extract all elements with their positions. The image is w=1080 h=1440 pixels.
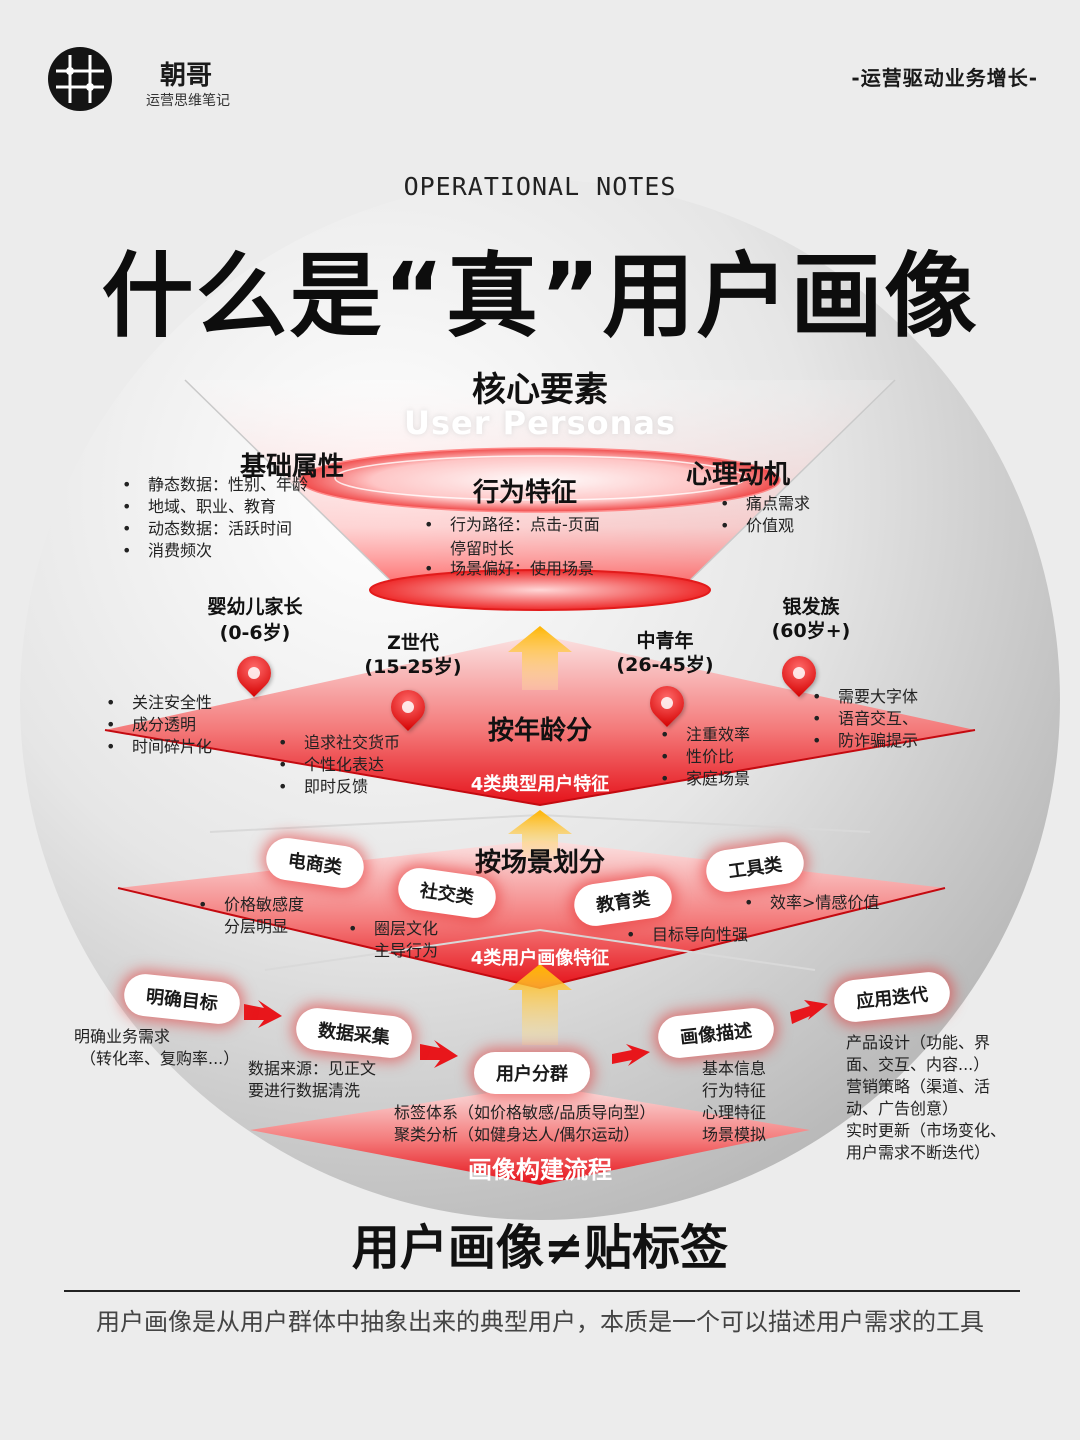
list-item: 圈层文化 bbox=[346, 918, 438, 940]
age-group-range: (0-6岁) bbox=[219, 622, 291, 644]
list-item: 需要大字体 bbox=[810, 686, 918, 708]
process-frame bbox=[264, 928, 816, 971]
iterate-desc: 实时更新（市场变化、 bbox=[846, 1121, 1007, 1140]
collect-desc: 要进行数据清洗 bbox=[248, 1081, 361, 1100]
english-title: OPERATIONAL NOTES bbox=[403, 172, 677, 201]
social-list: 圈层文化 bbox=[346, 918, 438, 940]
behavior-title: 行为特征 bbox=[473, 478, 578, 508]
iterate-desc: 用户需求不断迭代） bbox=[846, 1143, 991, 1162]
list-item: 注重效率 bbox=[658, 724, 750, 746]
education-list: 目标导向性强 bbox=[624, 924, 748, 946]
goal-desc: （转化率、复购率...） bbox=[80, 1049, 240, 1068]
list-item: 性价比 bbox=[658, 746, 750, 768]
core-title: 核心要素 bbox=[472, 370, 608, 410]
process-band bbox=[250, 1085, 810, 1185]
list-item: 家庭场景 bbox=[658, 768, 750, 790]
age-group-name: 婴幼儿家长 bbox=[207, 596, 303, 618]
slogan: -运营驱动业务增长- bbox=[851, 66, 1038, 90]
portrait-desc: 基本信息 bbox=[702, 1059, 767, 1078]
social-extra: 主导行为 bbox=[374, 941, 439, 960]
behavior-list: 行为路径：点击-页面 bbox=[422, 514, 600, 536]
portrait-desc: 场景模拟 bbox=[702, 1125, 767, 1144]
list-item: 防诈骗提示 bbox=[810, 730, 918, 752]
iterate-desc: 营销策略（渠道、活 bbox=[846, 1077, 991, 1096]
scene-section-title: 按场景划分 bbox=[474, 848, 605, 878]
up-arrow-icon bbox=[508, 964, 572, 1045]
list-item: 消费频次 bbox=[120, 540, 308, 562]
flow-arrow-icon bbox=[244, 1000, 282, 1028]
age-group-list: 注重效率 性价比 家庭场景 bbox=[658, 724, 750, 790]
ecommerce-list: 价格敏感度 bbox=[196, 894, 304, 916]
core-subtitle: User Personas bbox=[403, 404, 677, 442]
age-group-list: 需要大字体 语音交互、 防诈骗提示 bbox=[810, 686, 918, 752]
motive-title: 心理动机 bbox=[686, 460, 791, 490]
list-item: 语音交互、 bbox=[810, 708, 918, 730]
list-item: 效率>情感价值 bbox=[742, 892, 879, 914]
list-item: 追求社交货币 bbox=[276, 732, 400, 754]
up-arrow-icon bbox=[508, 626, 572, 690]
behavior-list-2: 场景偏好：使用场景 bbox=[422, 558, 594, 580]
list-item: 地域、职业、教育 bbox=[120, 496, 308, 518]
age-group-range: (15-25岁) bbox=[364, 656, 462, 678]
motive-list: 痛点需求 价值观 bbox=[718, 493, 810, 537]
ecommerce-extra: 分层明显 bbox=[224, 917, 289, 936]
list-item: 痛点需求 bbox=[718, 493, 810, 515]
list-item: 场景偏好：使用场景 bbox=[422, 558, 594, 580]
list-item: 即时反馈 bbox=[276, 776, 400, 798]
tool-list: 效率>情感价值 bbox=[742, 892, 879, 914]
group-desc: 标签体系（如价格敏感/品质导向型） bbox=[394, 1103, 656, 1122]
list-item: 个性化表达 bbox=[276, 754, 400, 776]
flow-arrow-icon bbox=[420, 1040, 458, 1068]
age-group-range: (60岁+) bbox=[771, 620, 851, 642]
main-title: 什么是“真”用户画像 bbox=[101, 243, 979, 350]
conclusion-heading: 用户画像≠贴标签 bbox=[351, 1220, 729, 1276]
list-item: 成分透明 bbox=[104, 714, 212, 736]
age-section-title: 按年龄分 bbox=[487, 716, 592, 746]
up-arrow-icon bbox=[508, 810, 572, 860]
process-band-label: 画像构建流程 bbox=[468, 1156, 612, 1184]
scene-band-label: 4类用户画像特征 bbox=[470, 948, 610, 969]
iterate-desc: 产品设计（功能、界 bbox=[846, 1033, 991, 1052]
iterate-desc: 面、交互、内容...） bbox=[846, 1055, 990, 1074]
age-group-list: 追求社交货币 个性化表达 即时反馈 bbox=[276, 732, 400, 798]
grid-logo-icon bbox=[56, 55, 104, 103]
goal-desc: 明确业务需求 bbox=[74, 1027, 171, 1046]
process-step-group: 用户分群 bbox=[474, 1052, 590, 1094]
portrait-desc: 行为特征 bbox=[702, 1081, 767, 1100]
list-item: 关注安全性 bbox=[104, 692, 212, 714]
list-item: 价值观 bbox=[718, 515, 810, 537]
group-desc: 聚类分析（如健身达人/偶尔运动） bbox=[394, 1125, 640, 1144]
brand-logo bbox=[48, 47, 112, 111]
age-band-label: 4类典型用户特征 bbox=[470, 774, 610, 795]
brand-subtitle: 运营思维笔记 bbox=[146, 93, 230, 109]
basic-attr-list: 静态数据：性别、年龄 地域、职业、教育 动态数据：活跃时间 消费频次 bbox=[120, 474, 308, 562]
flow-arrow-icon bbox=[612, 1044, 650, 1066]
portrait-desc: 心理特征 bbox=[702, 1103, 767, 1122]
list-item: 目标导向性强 bbox=[624, 924, 748, 946]
age-group-range: (26-45岁) bbox=[616, 654, 714, 676]
list-item: 时间碎片化 bbox=[104, 736, 212, 758]
age-group-list: 关注安全性 成分透明 时间碎片化 bbox=[104, 692, 212, 758]
list-item: 静态数据：性别、年龄 bbox=[120, 474, 308, 496]
brand-name: 朝哥 bbox=[160, 61, 213, 91]
iterate-desc: 动、广告创意） bbox=[846, 1099, 959, 1118]
age-group-name: 银发族 bbox=[782, 596, 840, 618]
divider bbox=[64, 1290, 1020, 1292]
collect-desc: 数据来源：见正文 bbox=[248, 1059, 377, 1078]
flow-arrow-icon bbox=[790, 1000, 828, 1024]
list-item: 行为路径：点击-页面 bbox=[422, 514, 600, 536]
behavior-item-continued: 停留时长 bbox=[450, 539, 515, 558]
list-item: 价格敏感度 bbox=[196, 894, 304, 916]
age-group-name: 中青年 bbox=[636, 630, 694, 652]
list-item: 动态数据：活跃时间 bbox=[120, 518, 308, 540]
age-group-name: Z世代 bbox=[387, 632, 439, 654]
footer-text: 用户画像是从用户群体中抽象出来的典型用户，本质是一个可以描述用户需求的工具 bbox=[96, 1308, 984, 1336]
